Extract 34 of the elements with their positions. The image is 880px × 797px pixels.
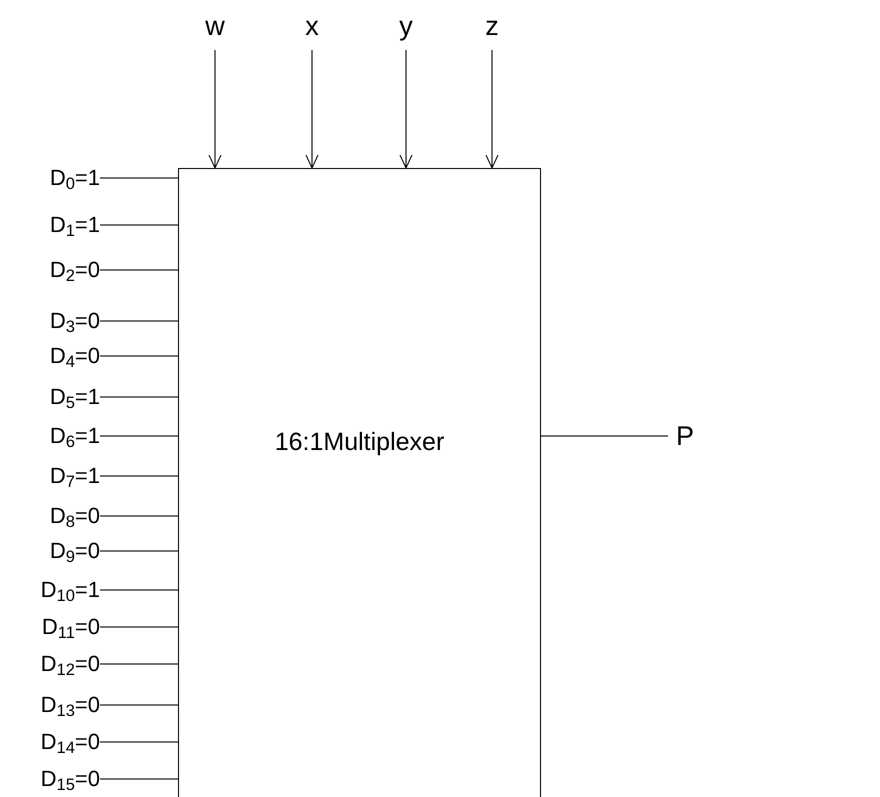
wire — [100, 550, 178, 552]
arrow — [400, 50, 412, 168]
data-input-label: D$_{8}$=0 — [0, 502, 100, 530]
data-input-label: D$_{11}$=0 — [0, 613, 100, 641]
multiplexer-block — [178, 168, 541, 797]
arrow — [208, 50, 222, 168]
block-label: 16:1Multiplexer — [274, 427, 444, 458]
data-input-label: D$_{3}$=0 — [0, 307, 100, 335]
wire — [100, 626, 178, 628]
data-input-label: D$_{5}$=1 — [0, 383, 100, 411]
wire — [100, 320, 178, 322]
select-input-label: w — [200, 8, 230, 44]
data-input-label: D$_{2}$=0 — [0, 256, 100, 284]
select-input-label: z — [477, 8, 507, 44]
data-input-label: D$_{4}$=0 — [0, 342, 100, 370]
data-input-label: D$_{13}$=0 — [0, 691, 100, 719]
data-input-label: D$_{1}$=1 — [0, 211, 100, 239]
arrow — [306, 50, 318, 168]
select-input-label: y — [391, 8, 421, 44]
wire — [100, 224, 178, 226]
data-input-label: D$_{0}$=1 — [0, 164, 100, 192]
data-input-label: D$_{10}$=1 — [0, 576, 100, 604]
data-input-label: D$_{15}$=0 — [0, 765, 100, 793]
data-input-label: D$_{9}$=0 — [0, 537, 100, 565]
data-input-label: D$_{7}$=1 — [0, 462, 100, 490]
wire — [100, 704, 178, 706]
arrow — [486, 50, 498, 168]
data-input-label: D$_{14}$=0 — [0, 728, 100, 756]
wire — [100, 396, 178, 398]
wire — [100, 778, 178, 780]
select-input-label: x — [297, 8, 327, 44]
data-input-label: D$_{12}$=0 — [0, 650, 100, 678]
output-label: P — [668, 420, 702, 452]
data-input-label: D$_{6}$=1 — [0, 422, 100, 450]
